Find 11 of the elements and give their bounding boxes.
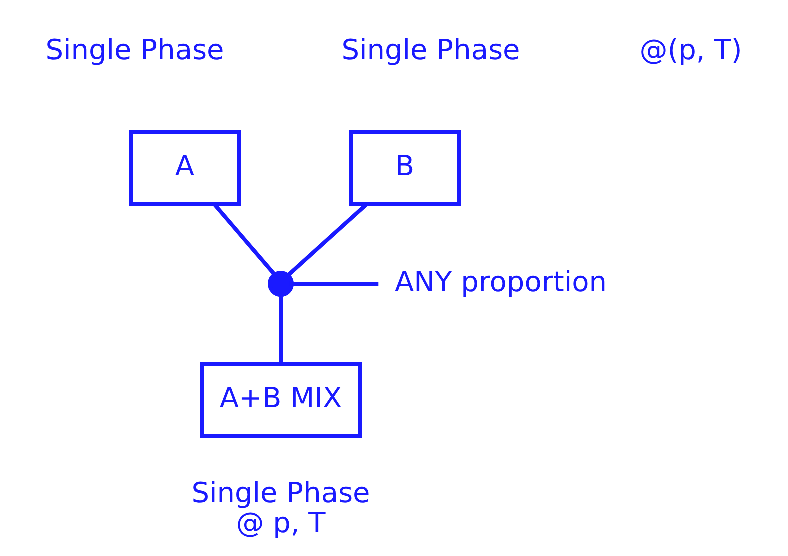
label: Single Phase bbox=[45, 33, 224, 66]
node-label: Single Phase bbox=[191, 476, 370, 510]
label: Single Phase bbox=[341, 33, 520, 66]
connector bbox=[278, 296, 282, 364]
node-box: B bbox=[348, 130, 460, 206]
node-text: ANY proportion bbox=[394, 265, 606, 298]
node-box: A+B MIX bbox=[200, 362, 362, 438]
node-circle bbox=[268, 271, 294, 297]
node-box: A bbox=[128, 130, 240, 206]
connector bbox=[292, 282, 378, 286]
label: @(p, T) bbox=[639, 33, 742, 66]
